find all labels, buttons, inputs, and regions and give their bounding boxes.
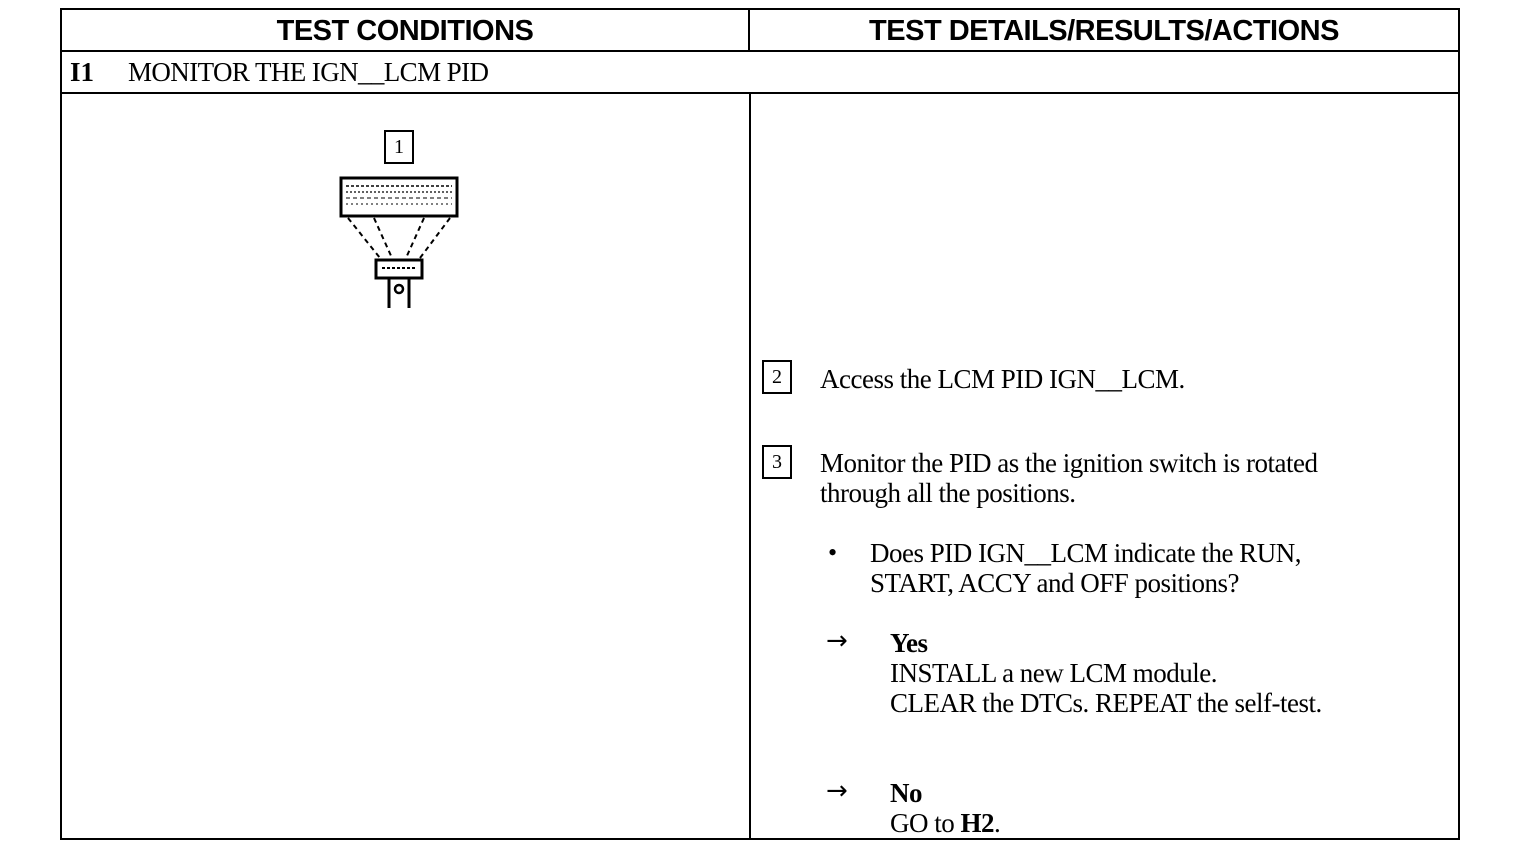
no-arrow-icon: → [826, 776, 848, 806]
step-title-row: I1 MONITOR THE IGN__LCM PID [62, 52, 1458, 94]
step-3-line1: Monitor the PID as the ignition switch i… [820, 448, 1318, 478]
step-id: I1 [70, 57, 95, 87]
step-3-line2: through all the positions. [820, 478, 1076, 508]
step-3-box: 3 [762, 445, 792, 479]
question-line2: START, ACCY and OFF positions? [870, 568, 1240, 598]
scan-tool-connected-to-vehicle-icon [339, 176, 459, 308]
table-header-row: TEST CONDITIONS TEST DETAILS/RESULTS/ACT… [62, 10, 1458, 52]
go-to-h2-link[interactable]: H2 [960, 808, 995, 838]
yes-line2: CLEAR the DTCs. REPEAT the self-test. [890, 688, 1322, 718]
scan-tool-diagram: 1 [338, 128, 460, 308]
no-line1: GO to H2. [890, 808, 1001, 838]
yes-arrow-icon: → [826, 626, 848, 656]
yes-line1: INSTALL a new LCM module. [890, 658, 1218, 688]
step-title: MONITOR THE IGN__LCM PID [128, 57, 489, 87]
no-line1-suffix: . [994, 808, 1001, 838]
no-label: No [890, 778, 923, 808]
column-divider [749, 94, 751, 838]
test-table: TEST CONDITIONS TEST DETAILS/RESULTS/ACT… [60, 8, 1460, 840]
step-2-box: 2 [762, 360, 792, 394]
step-2-text: Access the LCM PID IGN__LCM. [820, 364, 1185, 394]
header-test-conditions: TEST CONDITIONS [62, 10, 750, 50]
header-test-details: TEST DETAILS/RESULTS/ACTIONS [869, 15, 1339, 47]
callout-1: 1 [384, 130, 414, 164]
question-line1: Does PID IGN__LCM indicate the RUN, [870, 538, 1301, 568]
no-line1-prefix: GO to [890, 808, 961, 838]
yes-label: Yes [890, 628, 928, 658]
question-bullet: • [828, 538, 838, 567]
